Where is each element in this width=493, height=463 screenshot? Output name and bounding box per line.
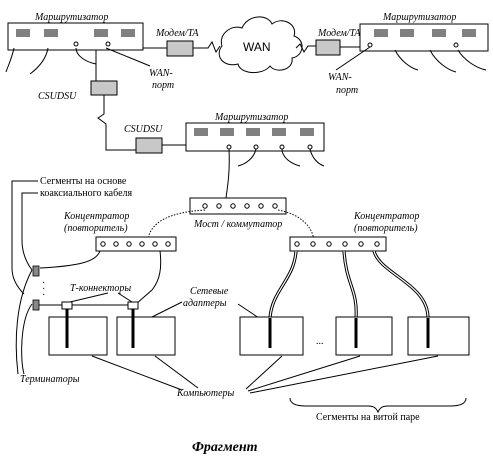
hub-right (289, 236, 387, 252)
hub-left (95, 236, 177, 252)
wan-port-left-label-2: порт (152, 80, 174, 91)
wan-label: WAN (243, 40, 271, 54)
computers-label: Компьютеры (176, 388, 235, 399)
bridge-label: Мост / коммутатор (193, 219, 282, 230)
hub-right-label-1: Концентратор (353, 211, 419, 222)
hub-right-ports (294, 241, 380, 247)
wan-port-left-label-1: WAN- (149, 68, 173, 79)
adapters-label-1: Сетевые (190, 286, 229, 297)
coax-segments-label-1: Сегменты на основе (40, 176, 127, 187)
port-group (300, 128, 314, 136)
port-group (194, 128, 208, 136)
t-connectors-label: Т-коннекторы (70, 283, 131, 294)
computer-2 (116, 309, 176, 356)
bridge-switch: Мост / коммутатор (189, 197, 287, 230)
modem-right-label: Модем/TA (317, 28, 361, 39)
router-top-right-label: Маршрутизатор (382, 12, 456, 23)
coax-bus: · · · (32, 265, 139, 311)
wan-port-right-label-2: порт (336, 85, 358, 96)
router-top-right: Маршрутизатор (335, 12, 489, 73)
hub-left-label-2: (повторитель) (64, 223, 128, 234)
caption: Фрагмент (192, 440, 258, 455)
terminators-label: Терминаторы (20, 374, 80, 385)
router-middle-label: Маршрутизатор (214, 112, 288, 123)
coax-dots: · (42, 278, 45, 289)
twisted-pair-segments-label: Сегменты на витой паре (316, 412, 420, 423)
port-group (272, 128, 286, 136)
twisted-pair-cables (268, 250, 430, 319)
port-group (400, 29, 414, 37)
router-top-left-label: Маршрутизатор (34, 12, 108, 23)
hub-left-ports (100, 241, 171, 247)
port-group (16, 29, 30, 37)
hub-left-label-1: Концентратор (63, 211, 129, 222)
t-connector-2 (127, 301, 139, 310)
csudsu-top (90, 80, 118, 96)
port-group (44, 29, 58, 37)
hub-right-label-2: (повторитель) (354, 223, 418, 234)
csudsu-bottom (135, 137, 163, 154)
bridge-ports (202, 203, 278, 209)
computer-4 (335, 316, 393, 356)
modem-left-label: Модем/TA (155, 28, 199, 39)
port-group (121, 29, 135, 37)
port-group (220, 128, 234, 136)
csudsu-top-label: CSUDSU (38, 91, 77, 102)
computer-3 (239, 316, 304, 356)
port-group (246, 128, 260, 136)
modem-left (166, 40, 194, 57)
t-connector-1 (61, 301, 73, 310)
csudsu-bottom-label: CSUDSU (124, 124, 163, 135)
port-group (462, 29, 476, 37)
coax-segments-label-2: коаксиального кабеля (40, 188, 133, 199)
wan-cloud: WAN (218, 16, 303, 73)
wan-port-right-label-1: WAN- (328, 72, 352, 83)
computer-1 (48, 309, 108, 356)
port-group (432, 29, 446, 37)
terminator-bottom (32, 299, 40, 311)
svg-text:·: · (42, 290, 45, 301)
computer-5 (407, 316, 470, 356)
router-top-right-body (359, 23, 489, 52)
router-middle: Маршрутизатор (185, 112, 325, 167)
port-group (94, 29, 108, 37)
svg-text:·: · (42, 284, 45, 295)
router-top-left-ports (16, 29, 135, 47)
adapters-label-2: адаптеры (183, 298, 227, 309)
modem-right (315, 39, 341, 56)
terminator-top (32, 265, 40, 277)
router-top-left: Маршрутизатор (5, 12, 151, 75)
computers-ellipsis: ... (316, 336, 324, 347)
port-group (374, 29, 388, 37)
bridge-body (189, 197, 287, 215)
